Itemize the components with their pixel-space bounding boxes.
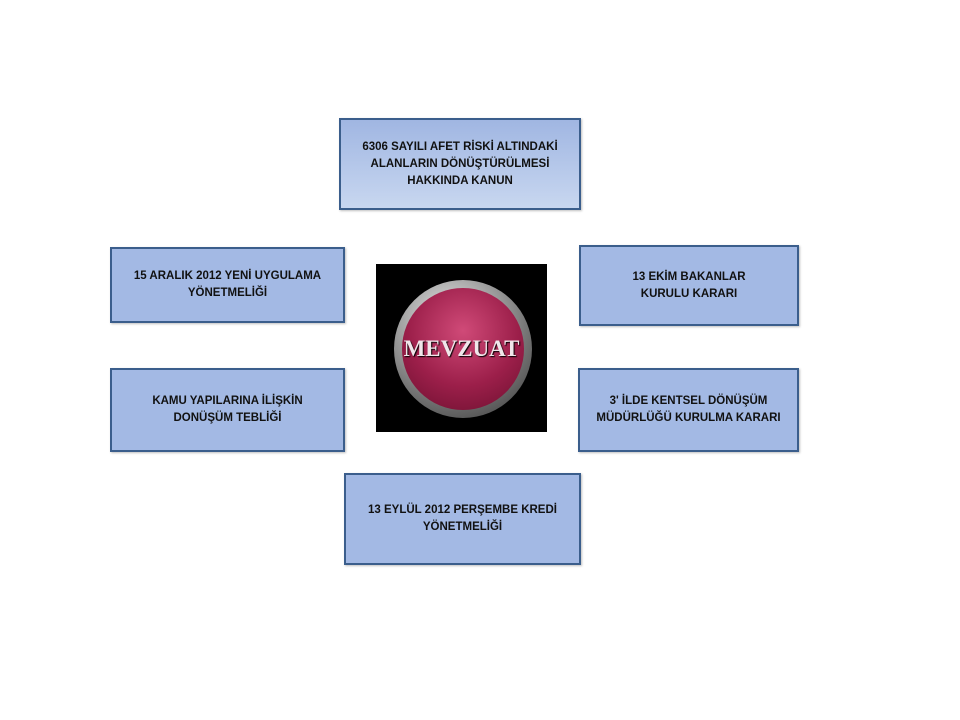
box-label: 6306 SAYILI AFET RİSKİ ALTINDAKİ ALANLAR… xyxy=(362,140,558,187)
box-label: 15 ARALIK 2012 YENİ UYGULAMA YÖNETMELİĞİ xyxy=(133,270,322,299)
credit-regulation-box: 13 EYLÜL 2012 PERŞEMBE KREDİ YÖNETMELİĞİ xyxy=(344,473,581,565)
logo-text: MEVZUAT xyxy=(403,336,520,361)
law-6306-box: 6306 SAYILI AFET RİSKİ ALTINDAKİ ALANLAR… xyxy=(339,118,581,210)
council-decision-box: 13 EKİM BAKANLAR KURULU KARARI xyxy=(579,245,799,326)
logo-disc xyxy=(402,288,524,410)
urban-transformation-directorate-box: 3' İLDE KENTSEL DÖNÜŞÜM MÜDÜRLÜĞÜ KURULM… xyxy=(578,368,799,452)
mevzuat-logo: MEVZUAT xyxy=(376,264,547,432)
box-label: 13 EKİM BAKANLAR KURULU KARARI xyxy=(632,270,746,300)
box-label: 3' İLDE KENTSEL DÖNÜŞÜM MÜDÜRLÜĞÜ KURULM… xyxy=(596,395,781,424)
box-label: KAMU YAPILARINA İLİŞKİN DONÜŞÜM TEBLİĞİ xyxy=(152,395,303,424)
public-buildings-communique-box: KAMU YAPILARINA İLİŞKİN DONÜŞÜM TEBLİĞİ xyxy=(110,368,345,452)
implementation-regulation-box: 15 ARALIK 2012 YENİ UYGULAMA YÖNETMELİĞİ xyxy=(110,247,345,323)
logo-ring xyxy=(394,280,532,418)
box-label: 13 EYLÜL 2012 PERŞEMBE KREDİ YÖNETMELİĞİ xyxy=(368,504,557,533)
